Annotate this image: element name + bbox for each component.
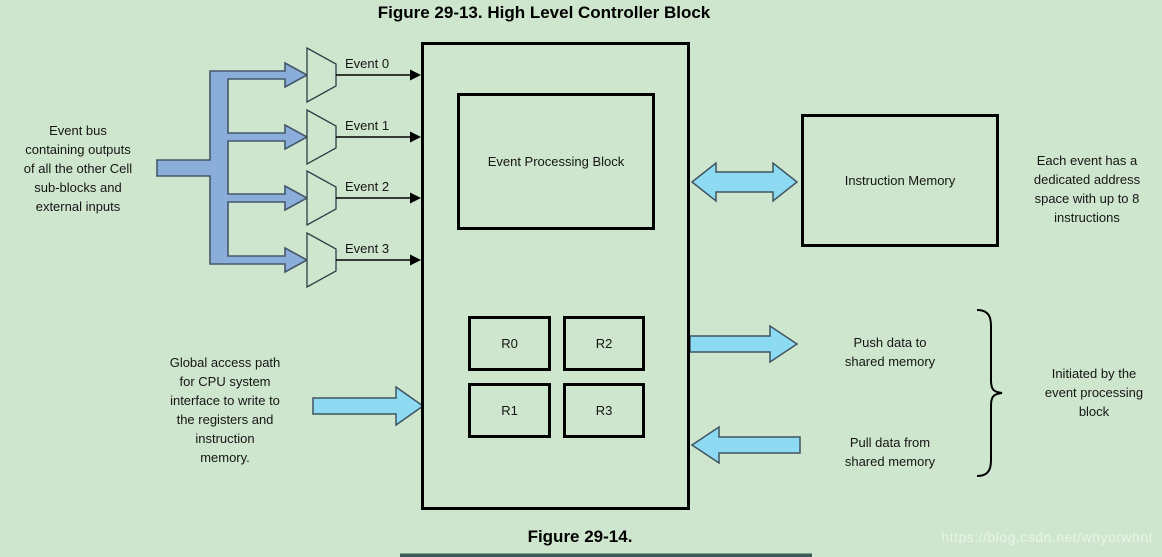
event-arrowhead-0	[410, 69, 421, 81]
event-bus-annotation: Event bus containing outputs of all the …	[23, 123, 133, 214]
initiated-annotation: Initiated by the event processing block	[1044, 366, 1144, 419]
register-box-r1: R1	[468, 383, 551, 438]
register-label: R2	[595, 336, 613, 351]
next-figure-edge	[400, 553, 812, 557]
address-space-annotation: Each event has a dedicated address space…	[1033, 153, 1141, 225]
register-label: R3	[595, 403, 613, 418]
pull-arrow	[690, 425, 801, 465]
event-processing-block: Event Processing Block	[457, 93, 655, 230]
mux-icon-3	[306, 231, 337, 289]
watermark-url: https://blog.csdn.net/whyorwhnt	[941, 529, 1153, 545]
event-label-0: Event 0	[345, 56, 390, 71]
event-processing-block-label: Event Processing Block	[487, 154, 625, 169]
register-box-r2: R2	[563, 316, 645, 371]
register-box-r3: R3	[563, 383, 645, 438]
instruction-memory-label: Instruction Memory	[844, 173, 956, 188]
group-brace	[976, 309, 1003, 477]
register-label: R0	[501, 336, 518, 351]
event-arrowhead-1	[410, 131, 421, 143]
event-arrowhead-3	[410, 254, 421, 266]
pull-annotation: Pull data from shared memory	[844, 435, 936, 469]
event-label-1: Event 1	[345, 118, 390, 133]
next-figure-caption: Figure 29-14.	[527, 527, 633, 546]
mux-icon-1	[306, 108, 337, 166]
event-label-2: Event 2	[345, 179, 390, 194]
event-arrowhead-2	[410, 192, 421, 204]
register-label: R1	[501, 403, 518, 418]
event-bus-shape	[156, 61, 309, 274]
mux-icon-0	[306, 46, 337, 104]
global-access-annotation: Global access path for CPU system interf…	[169, 355, 281, 465]
figure-title: Figure 29-13. High Level Controller Bloc…	[377, 3, 711, 22]
cpu-access-arrow	[312, 385, 425, 427]
event-label-3: Event 3	[345, 241, 390, 256]
mux-icon-2	[306, 169, 337, 227]
register-box-r0: R0	[468, 316, 551, 371]
controller-block-outline	[421, 42, 690, 510]
push-annotation: Push data to shared memory	[844, 335, 936, 369]
instruction-memory-double-arrow	[690, 161, 799, 203]
push-arrow	[689, 324, 799, 364]
instruction-memory-block: Instruction Memory	[801, 114, 999, 247]
